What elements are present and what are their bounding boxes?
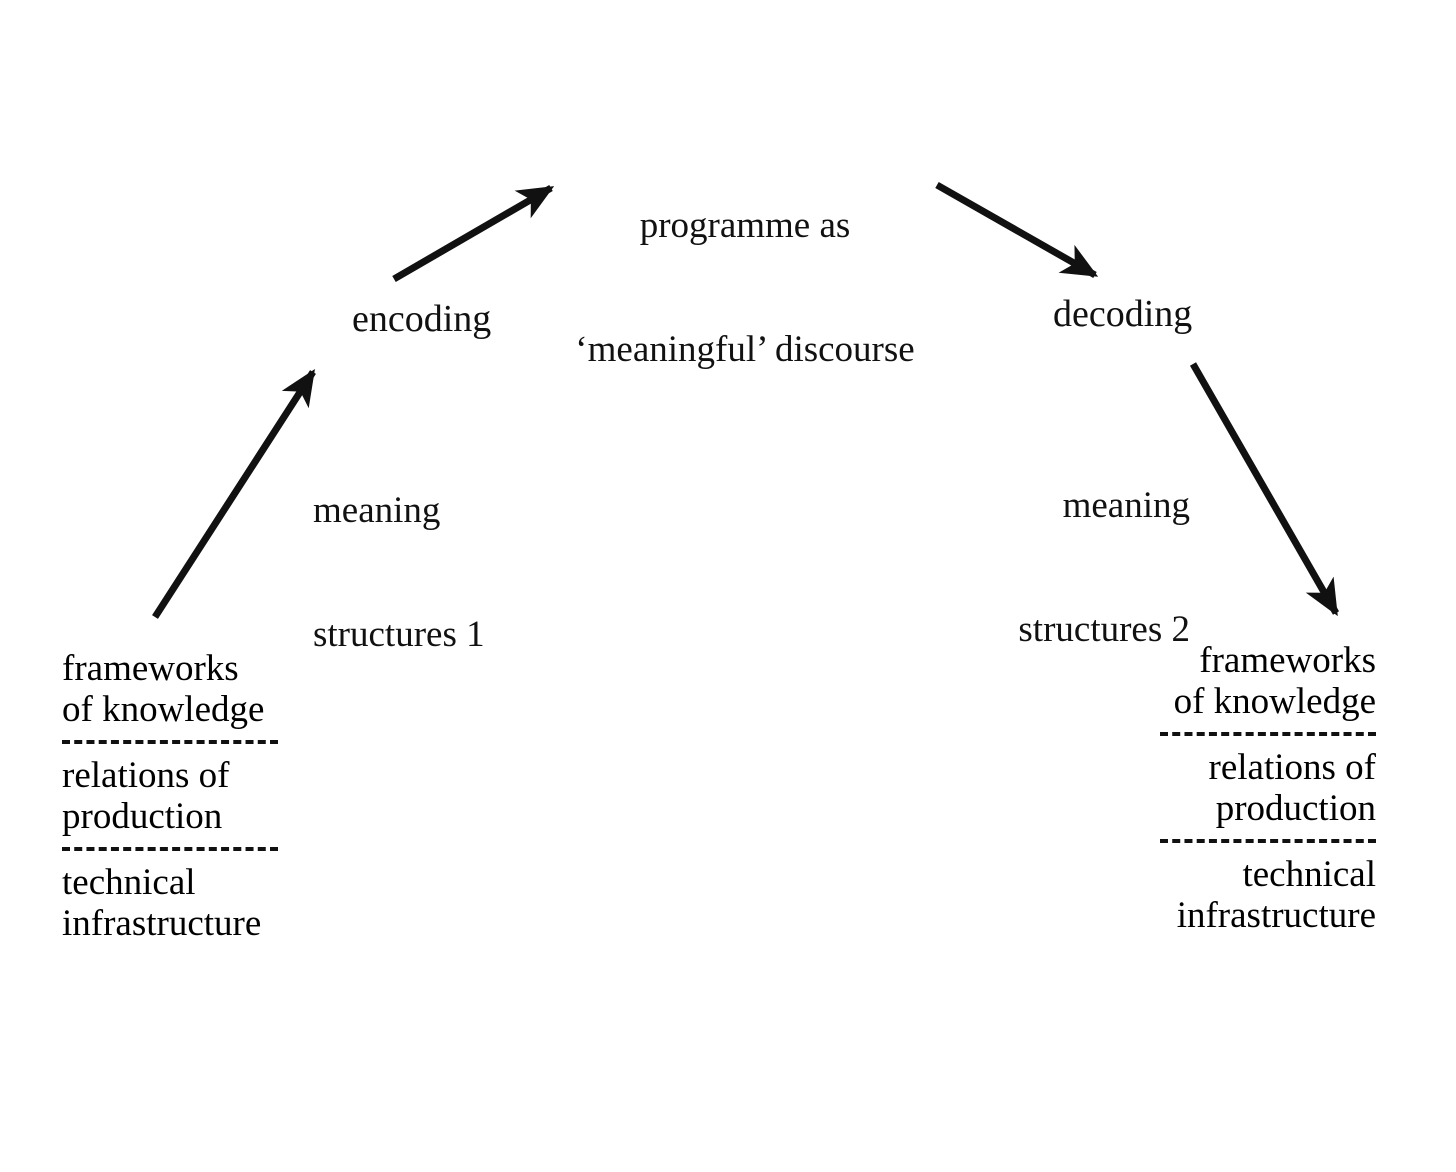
meaning-structures-2-line-2: structures 2 <box>1018 609 1190 651</box>
arrow-decoding-to-frameworks <box>1189 362 1340 617</box>
programme-line-2: ‘meaningful’ discourse <box>575 329 915 371</box>
right-divider-2 <box>1160 838 1376 843</box>
left-relations-line-1: relations of <box>62 754 230 796</box>
right-relations-of-production: relations of production <box>1046 747 1376 830</box>
right-frameworks-of-knowledge: frameworks of knowledge <box>1046 640 1376 723</box>
left-frameworks-line-1: frameworks <box>62 648 239 689</box>
node-meaning-structures-1: meaning structures 1 <box>313 407 485 739</box>
right-technical-line-1: technical <box>1242 853 1376 895</box>
left-technical-infrastructure: technical infrastructure <box>62 862 392 945</box>
right-divider-1 <box>1160 731 1376 736</box>
right-relations-line-1: relations of <box>1208 746 1376 788</box>
right-technical-line-2: infrastructure <box>1176 895 1376 937</box>
programme-line-1: programme as <box>639 204 851 246</box>
left-divider-2 <box>62 846 278 851</box>
meaning-structures-1-line-2: structures 1 <box>313 614 485 656</box>
left-technical-line-2: infrastructure <box>62 903 262 945</box>
left-divider-1 <box>62 739 278 744</box>
node-meaning-structures-2: meaning structures 2 <box>1018 402 1190 734</box>
right-frameworks-line-1: frameworks <box>1199 640 1376 681</box>
left-relations-line-2: production <box>62 796 223 838</box>
meaning-structures-1-line-1: meaning <box>313 489 441 531</box>
node-programme-as-meaningful-discourse: programme as ‘meaningful’ discourse <box>545 122 945 454</box>
arrow-encoding-to-programme <box>392 184 555 283</box>
right-technical-infrastructure: technical infrastructure <box>1046 854 1376 937</box>
node-decoding: decoding <box>1053 293 1193 335</box>
arrow-programme-to-decoding <box>935 181 1099 279</box>
left-frameworks-line-2: of knowledge <box>62 689 265 731</box>
left-frameworks-stack: frameworks of knowledge relations of pro… <box>62 648 392 945</box>
node-encoding: encoding <box>352 298 492 340</box>
left-technical-line-1: technical <box>62 861 196 903</box>
right-relations-line-2: production <box>1215 788 1376 830</box>
right-frameworks-stack: frameworks of knowledge relations of pro… <box>1046 640 1376 937</box>
arrow-frameworks-to-encoding <box>152 368 316 619</box>
meaning-structures-2-line-1: meaning <box>1062 484 1190 526</box>
left-frameworks-of-knowledge: frameworks of knowledge <box>62 648 392 731</box>
left-relations-of-production: relations of production <box>62 755 392 838</box>
right-frameworks-line-2: of knowledge <box>1173 681 1376 723</box>
